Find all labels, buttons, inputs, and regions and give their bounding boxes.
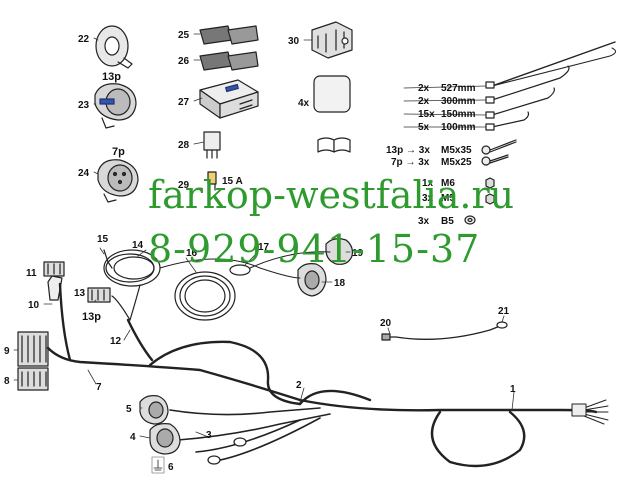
callout-labels: 22 13p 23 7p 24 25 26 27 28 29 15 A 30 4…	[4, 30, 516, 473]
fuse-29	[207, 171, 217, 191]
screw-size-1: M5x35	[441, 145, 472, 156]
callout-10: 10	[28, 300, 40, 311]
callout-17: 17	[258, 242, 270, 253]
connector-8	[17, 367, 49, 391]
callout-25: 25	[178, 30, 190, 41]
leader-lines	[13, 33, 515, 439]
callout-19: 19	[352, 248, 364, 259]
connector-19	[325, 238, 353, 265]
washer-qty: 3x	[418, 216, 430, 227]
callout-1: 1	[510, 384, 516, 395]
cable-coil-14	[103, 249, 161, 287]
harness-end-1	[571, 399, 609, 425]
watermark-phone: 8-929-941-15-37	[148, 227, 480, 271]
branch-lower	[169, 407, 331, 463]
callout-30: 30	[288, 36, 300, 47]
tie-size-2: 300mm	[441, 96, 476, 107]
label-13p-harness: 13p	[82, 311, 101, 323]
connector-5	[139, 395, 169, 425]
callout-11: 11	[26, 268, 37, 279]
callout-16: 16	[186, 248, 198, 259]
nut-size-1: M6	[441, 178, 455, 189]
pad-qty-label: 4x	[298, 98, 310, 109]
callout-18: 18	[334, 278, 346, 289]
tie-size-4: 100mm	[441, 122, 476, 133]
label-13p-socket: 13p	[102, 71, 121, 83]
callout-2: 2	[296, 380, 302, 391]
plug-30	[311, 21, 353, 59]
nut-qty-1: 1x	[422, 178, 434, 189]
callout-28: 28	[178, 140, 190, 151]
callout-8: 8	[4, 376, 10, 387]
nut-size-2: M5	[441, 193, 455, 204]
watermark-site: farkop-westfalia.ru	[148, 173, 514, 217]
cable-ties	[485, 41, 616, 131]
nut-qty-2: 3x	[422, 193, 434, 204]
connector-13	[87, 287, 111, 303]
ground-wire-20-21	[381, 321, 508, 341]
callout-12: 12	[110, 336, 122, 347]
screw-qty-1: 13p → 3x	[386, 145, 430, 156]
callout-4: 4	[130, 432, 136, 443]
manual-book-icon	[317, 137, 351, 153]
callout-22: 22	[78, 34, 90, 45]
washer-size: B5	[441, 216, 454, 227]
socket-7p-24	[97, 159, 139, 203]
socket-13p-23	[94, 83, 137, 129]
callout-26: 26	[178, 56, 190, 67]
callout-3: 3	[206, 430, 212, 441]
label-7p-socket: 7p	[112, 146, 125, 158]
nuts	[485, 177, 495, 205]
callout-23: 23	[78, 100, 90, 111]
ring-terminals-6	[207, 437, 247, 465]
callout-24: 24	[78, 168, 90, 179]
tie-qty-4: 5x	[418, 122, 430, 133]
screws	[481, 139, 517, 166]
callout-14: 14	[132, 240, 144, 251]
connector-18	[297, 263, 327, 297]
callout-13: 13	[74, 288, 86, 299]
tie-qty-3: 15x	[418, 109, 435, 120]
screw-qty-2: 7p → 3x	[391, 157, 430, 168]
relay-28	[203, 131, 221, 159]
control-module-27	[199, 79, 259, 119]
washer	[464, 215, 476, 225]
connector-9	[17, 331, 49, 367]
connector-11	[43, 261, 65, 277]
tie-size-3: 150mm	[441, 109, 476, 120]
tie-size-1: 527mm	[441, 83, 476, 94]
tie-qty-2: 2x	[418, 96, 430, 107]
callout-27: 27	[178, 97, 190, 108]
ring-17	[229, 264, 251, 276]
callout-21: 21	[498, 306, 510, 317]
callout-9: 9	[4, 346, 10, 357]
fuse-rating-label: 15 A	[222, 176, 243, 187]
adhesive-pad	[313, 75, 351, 113]
main-harness	[46, 282, 598, 468]
callout-29: 29	[178, 180, 190, 191]
callout-7: 7	[96, 382, 102, 393]
screw-size-2: M5x25	[441, 157, 472, 168]
callout-15: 15	[97, 234, 109, 245]
grommet-22	[95, 25, 133, 69]
tie-qty-1: 2x	[418, 83, 430, 94]
cable-coil-16	[174, 271, 236, 321]
velcro-strips-25	[199, 25, 259, 45]
connector-4	[149, 423, 181, 455]
watermark: farkop-westfalia.ru 8-929-941-15-37	[148, 173, 514, 271]
callout-6: 6	[168, 462, 174, 473]
velcro-strips-26	[199, 51, 259, 71]
callout-20: 20	[380, 318, 392, 329]
callout-5: 5	[126, 404, 132, 415]
